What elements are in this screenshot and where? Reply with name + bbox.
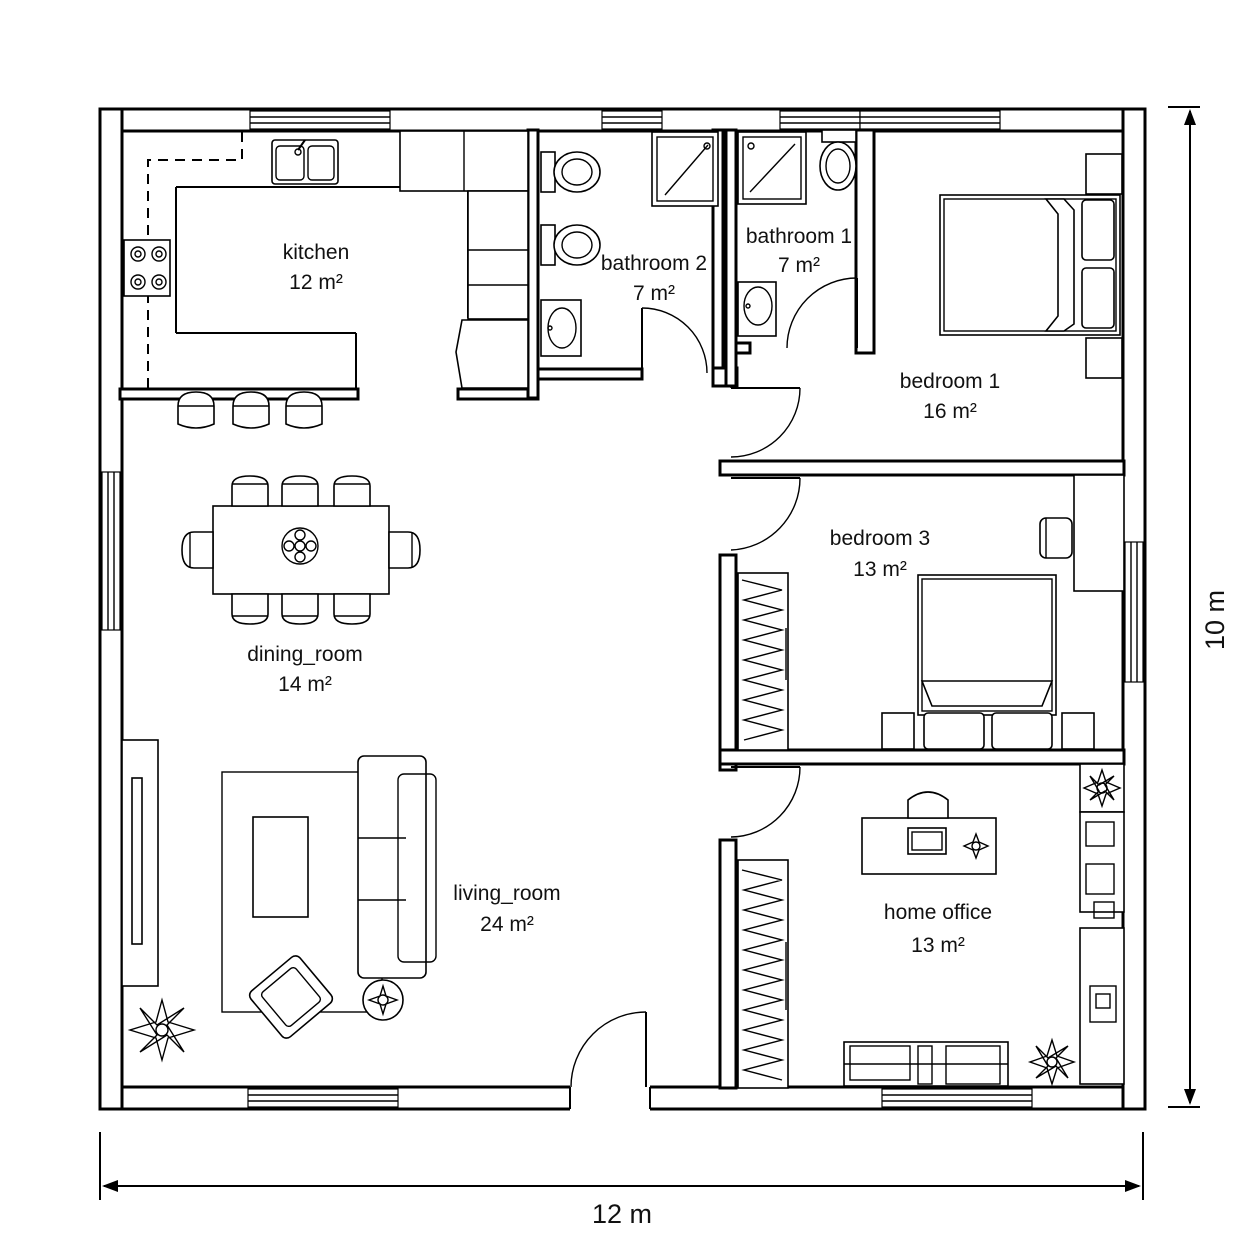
- room-area-kitchen: 12 m²: [289, 271, 343, 294]
- room-area-bathroom1: 7 m²: [778, 254, 820, 277]
- room-area-dining: 14 m²: [278, 673, 332, 696]
- door-entrance: [570, 1011, 647, 1088]
- room-area-office: 13 m²: [911, 934, 965, 957]
- window-top-bath1: [779, 110, 861, 130]
- window-bottom-living: [247, 1088, 399, 1108]
- door-office: [730, 766, 801, 838]
- laptop: [907, 827, 947, 855]
- bathroom2-fixtures: [540, 131, 719, 357]
- room-name-kitchen: kitchen: [283, 241, 350, 264]
- toilet-2: [540, 224, 601, 266]
- tv-unit: [121, 739, 159, 987]
- doors: [570, 277, 858, 1088]
- height-label: 10 m: [1200, 590, 1230, 650]
- room-name-office: home office: [884, 901, 992, 924]
- wardrobe-bedroom3: [737, 572, 789, 751]
- interior-walls: [118, 128, 1126, 1090]
- bar-stools: [177, 391, 323, 429]
- centerpiece: [281, 527, 319, 565]
- bedroom3-furniture: [737, 474, 1125, 751]
- room-area-living: 24 m²: [480, 913, 534, 936]
- dining-chairs: [181, 475, 421, 625]
- stove: [123, 239, 171, 297]
- room-name-bedroom1: bedroom 1: [900, 370, 1000, 393]
- kitchen-sink: [271, 139, 339, 185]
- dimension-height: [1168, 106, 1200, 1108]
- room-area-bathroom2: 7 m²: [633, 282, 675, 305]
- room-name-living: living_room: [453, 882, 560, 905]
- toilet-1: [540, 151, 601, 193]
- shower-1: [737, 131, 807, 205]
- width-label: 12 m: [592, 1199, 652, 1229]
- kitchen-fixtures: [123, 130, 529, 429]
- room-name-bedroom3: bedroom 3: [830, 527, 930, 550]
- window-top-bedroom1: [859, 110, 1001, 130]
- sink-bath2: [540, 299, 582, 357]
- living-furniture: [121, 739, 437, 1063]
- plant-living: [127, 997, 197, 1063]
- window-top-bath2: [601, 110, 663, 130]
- window-left-dining: [101, 471, 121, 631]
- room-name-dining: dining_room: [247, 643, 363, 666]
- plant-office-bottom: [1027, 1037, 1077, 1087]
- wardrobe-office: [737, 859, 789, 1089]
- sofa: [357, 755, 437, 979]
- bathroom1-fixtures: [737, 129, 857, 337]
- door-bedroom1: [730, 386, 801, 458]
- door-bedroom3: [730, 477, 801, 551]
- side-table: [362, 979, 404, 1021]
- window-bottom-office: [881, 1088, 1033, 1108]
- room-area-bedroom3: 13 m²: [853, 558, 907, 581]
- desk-flower: [962, 832, 990, 860]
- sink-bath1: [737, 281, 777, 337]
- shower-2: [651, 131, 719, 207]
- armchair: [248, 955, 334, 1039]
- door-bathroom1: [786, 277, 858, 349]
- room-labels: kitchen 12 m² bathroom 2 7 m² bathroom 1…: [247, 225, 1230, 1229]
- office-furniture: [737, 763, 1125, 1089]
- window-right-bedroom3: [1124, 541, 1144, 683]
- plant-office-top: [1082, 767, 1122, 809]
- room-name-bathroom2: bathroom 2: [601, 252, 707, 275]
- toilet-bath1: [819, 129, 857, 191]
- door-bathroom2: [641, 307, 708, 374]
- room-area-bedroom1: 16 m²: [923, 400, 977, 423]
- dimension-width: [99, 1132, 1144, 1200]
- windows: [101, 110, 1144, 1108]
- window-top-kitchen: [249, 110, 391, 130]
- desk-chair-bedroom3: [1039, 517, 1073, 559]
- room-name-bathroom1: bathroom 1: [746, 225, 852, 248]
- bedroom1-furniture: [939, 153, 1123, 379]
- dining-furniture: [181, 475, 421, 625]
- office-chair: [907, 791, 949, 819]
